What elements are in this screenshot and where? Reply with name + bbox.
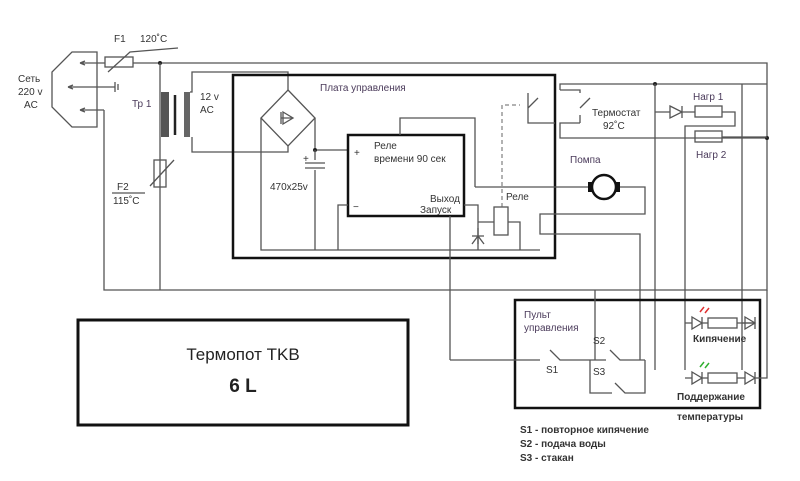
- f2-label: F2: [117, 182, 129, 193]
- diode-bridge: [260, 89, 316, 147]
- s3-label: S3: [593, 367, 606, 378]
- boiling-indicator: [685, 306, 757, 331]
- heater-1: [694, 105, 723, 118]
- transformer-primary: [161, 92, 169, 137]
- product-name: Термопот TKB: [186, 345, 299, 364]
- relay-label: Реле: [506, 192, 529, 203]
- heater1-label: Нагр 1: [693, 92, 724, 103]
- keep-warm-label: Поддержание: [677, 392, 745, 403]
- boiling-label: Кипячение: [693, 334, 747, 345]
- pump-motor: [590, 173, 618, 201]
- title-box: [76, 318, 410, 427]
- svg-text:+: +: [303, 154, 309, 165]
- capacitor-label: 470х25v: [270, 182, 308, 193]
- fuse-f2: [153, 159, 167, 188]
- product-volume: 6 L: [229, 376, 257, 397]
- board-label: Плата управления: [320, 83, 406, 94]
- svg-text:−: −: [353, 202, 359, 213]
- s2-label: S2: [593, 336, 606, 347]
- f2-temp-label: 115˚C: [113, 195, 140, 207]
- plug-pins: [67, 60, 119, 113]
- heater2-label: Нагр 2: [696, 150, 727, 161]
- control-panel: [513, 298, 762, 410]
- keep-warm-indicator: [685, 290, 768, 386]
- heater-2: [694, 130, 723, 143]
- output-label: Выход: [430, 194, 460, 205]
- mains-plug: [51, 51, 98, 128]
- timer-relay-block: [346, 133, 466, 218]
- transformer-label: Тр 1: [132, 99, 152, 110]
- start-label: Запуск: [420, 205, 452, 216]
- relay-coil: [493, 206, 509, 236]
- keep-warm-label-2: температуры: [677, 412, 743, 423]
- fuse-f1: [104, 56, 134, 68]
- svg-text:+: +: [354, 148, 360, 159]
- f1-label: F1: [114, 34, 126, 45]
- control-board: [231, 73, 557, 260]
- pump-label: Помпа: [570, 155, 601, 166]
- f1-temp-label: 120˚C: [140, 33, 167, 45]
- s1-label: S1: [546, 365, 559, 376]
- transformer-secondary: [184, 92, 190, 137]
